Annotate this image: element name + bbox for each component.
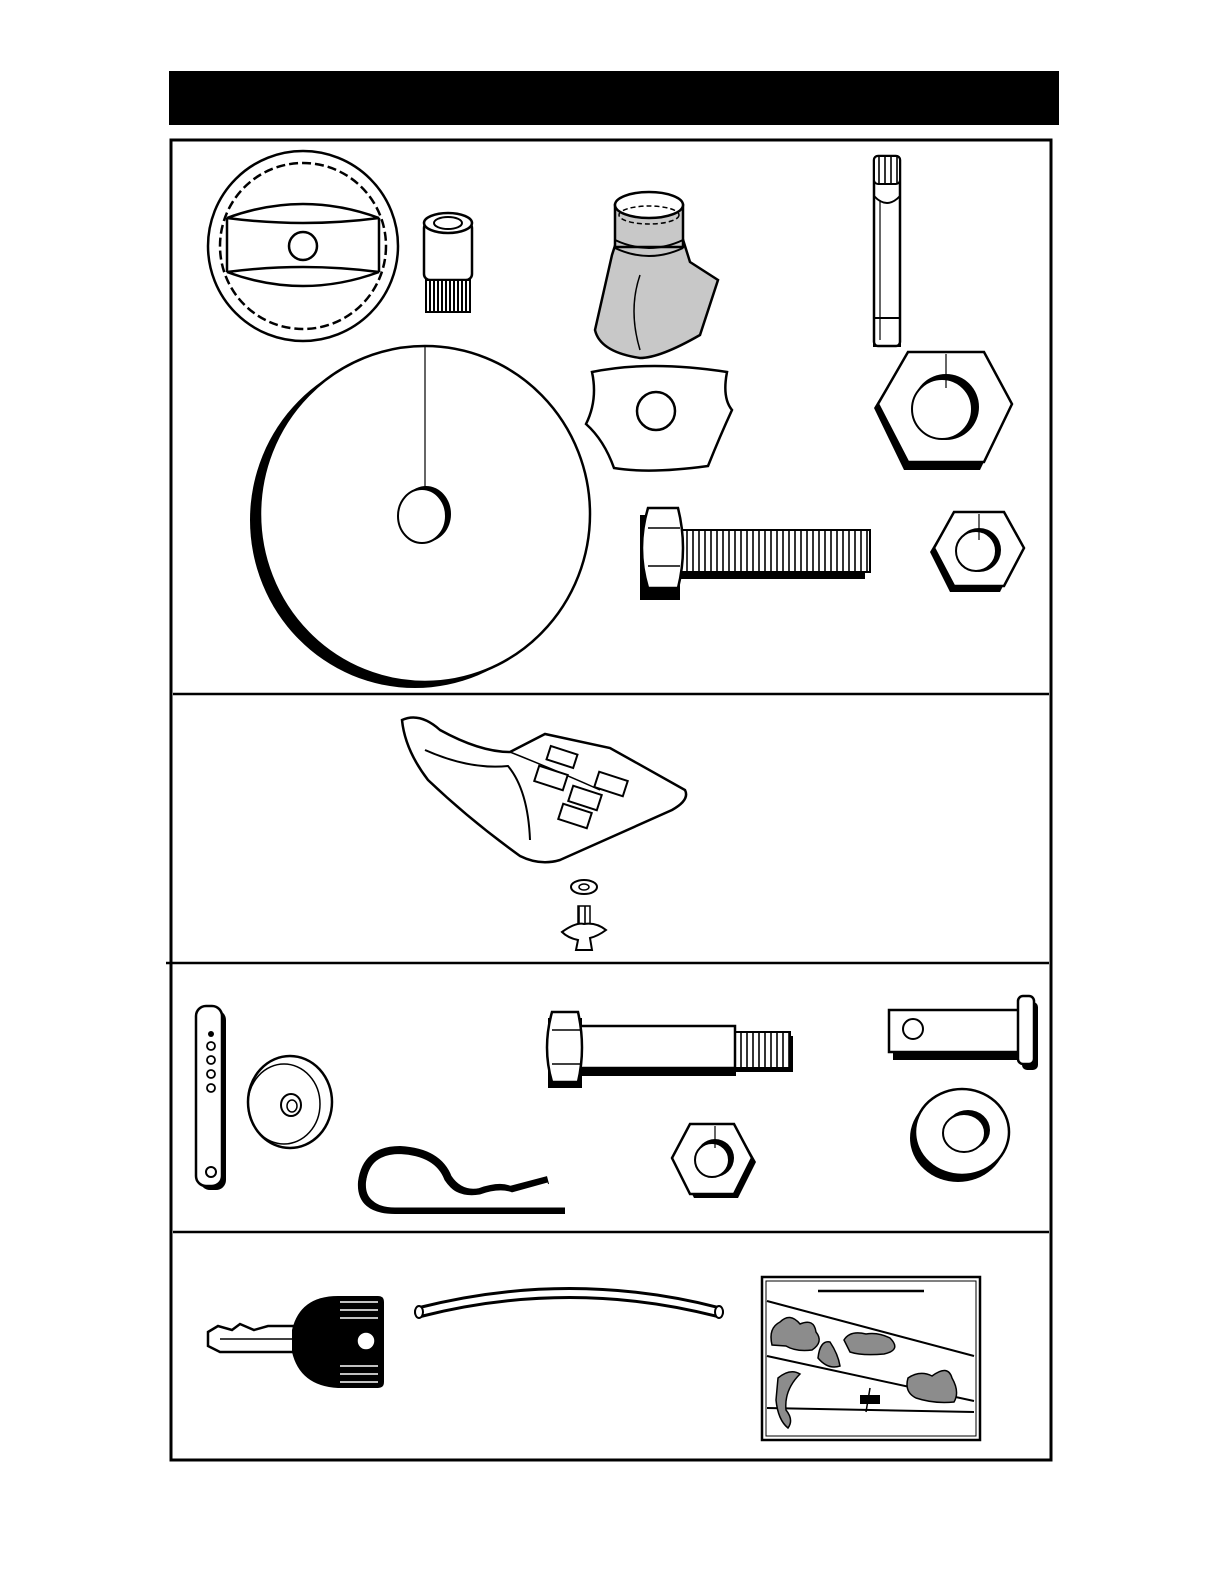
steering-adapter-icon [424, 213, 472, 312]
shoulder-bolt-icon [547, 1012, 793, 1088]
seat-icon [402, 718, 686, 863]
header-title [169, 71, 1059, 125]
wing-bolt-icon [562, 906, 606, 950]
steering-cap-icon [595, 192, 718, 358]
bushing-washer-icon [248, 1056, 332, 1148]
adjustment-bracket-icon [196, 1006, 226, 1190]
ignition-key-icon [208, 1296, 384, 1388]
mounting-plate-icon [586, 366, 732, 471]
hex-bolt-icon [640, 508, 870, 600]
hex-nut-large-icon [874, 352, 1012, 470]
decal-label-icon [762, 1277, 980, 1440]
spacer-washer-icon [910, 1089, 1009, 1182]
clevis-pin-icon [889, 996, 1038, 1070]
large-washer-icon [250, 346, 590, 688]
hex-nut-small-icon [930, 512, 1024, 592]
hairpin-clip-icon [362, 1150, 565, 1210]
extension-shaft-icon [874, 156, 900, 346]
hose-icon [415, 1293, 723, 1318]
flat-washer-icon [571, 880, 597, 894]
hex-nut-icon [672, 1124, 756, 1198]
steering-wheel-icon [208, 151, 398, 341]
